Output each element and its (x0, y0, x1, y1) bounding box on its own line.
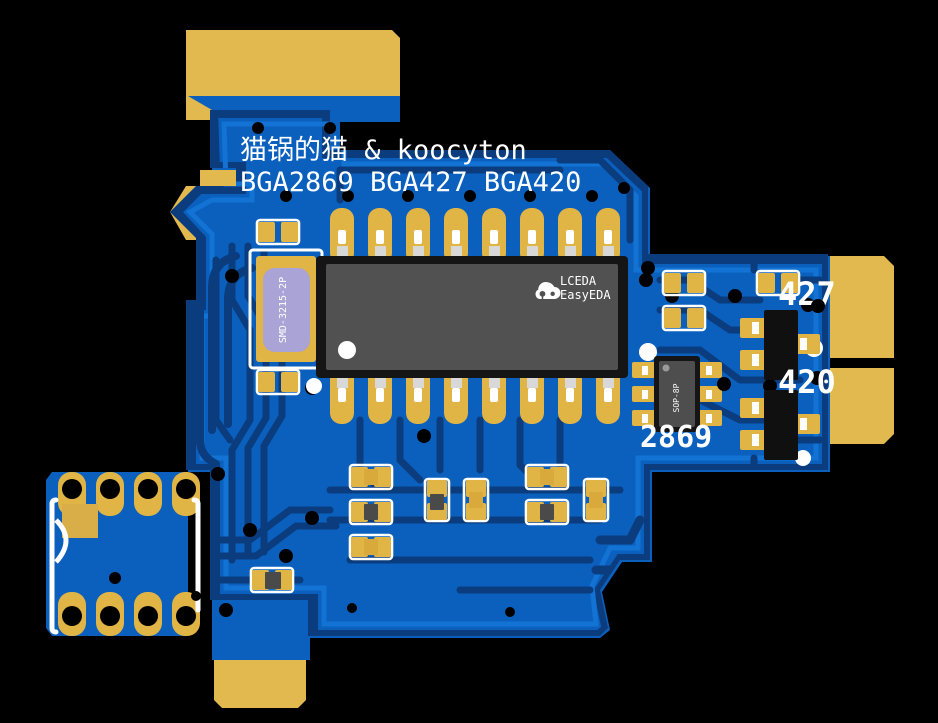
passive-single-lower-left (249, 566, 295, 594)
sot23-lower-body (764, 390, 798, 460)
crystal-body (263, 268, 310, 352)
capacitor-bodies (364, 469, 603, 555)
sot23-upper-body (764, 310, 798, 380)
main-ic-soic16: LCEDA EasyEDA (316, 208, 628, 424)
main-ic-marking-line1: LCEDA (560, 274, 597, 288)
silk-title-line-2: BGA2869 BGA427 BGA420 (240, 167, 581, 198)
lower-left-resistor-body (265, 572, 281, 589)
crystal-marking: SMD-3215-2P (278, 277, 289, 343)
silkscreen-title-block: 猫锅的猫 & koocyton BGA2869 BGA427 BGA420 (240, 135, 581, 198)
header-via (191, 591, 201, 601)
sop8-face (659, 361, 695, 427)
crystal-oscillator: SMD-3215-2P (248, 248, 324, 370)
header-2x4 (49, 472, 201, 636)
resistor-bodies (364, 494, 554, 520)
header-bottom-row (58, 592, 200, 636)
silk-designator-2869: 2869 (640, 420, 712, 455)
transistor-sot23-lower: 420 (740, 363, 836, 460)
sop8-marking: SOP-8P (672, 383, 681, 412)
lceda-cloud-icon (535, 281, 561, 301)
secondary-ic-sop8: SOP-8P 2869 (632, 356, 722, 455)
silk-title-line-1: 猫锅的猫 & koocyton (240, 135, 527, 166)
pour-relief-gap (185, 121, 819, 627)
silk-designator-427: 427 (778, 275, 836, 313)
sop8-pin1-marker (662, 364, 670, 372)
header-pin1-square-pad (62, 504, 98, 538)
main-ic-pin1-marker (338, 341, 356, 359)
header-pin1-arc-marker (54, 518, 69, 564)
top-layer-vias (641, 261, 825, 391)
edge-pad-right-lower (828, 368, 894, 444)
bottom-neck-area (212, 602, 310, 660)
edge-pad-right-upper (828, 256, 894, 358)
passive-cluster-bottom (348, 463, 610, 561)
main-ic-marking-line2: EasyEDA (560, 288, 611, 302)
silk-designator-420: 420 (778, 363, 836, 401)
transistor-sot23-upper: 427 (740, 275, 836, 380)
